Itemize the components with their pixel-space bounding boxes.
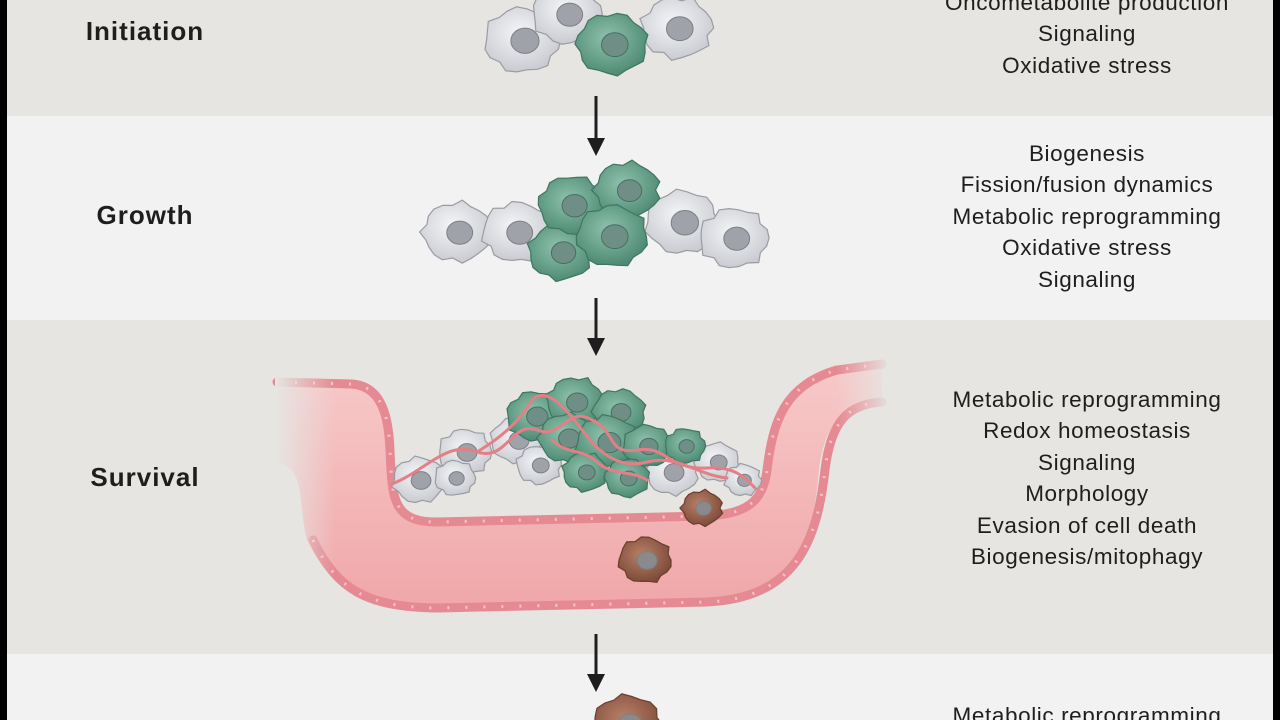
survival-properties: Metabolic reprogramming Redox homeostasi… <box>907 384 1267 572</box>
stage-label-survival: Survival <box>90 462 200 492</box>
tumor-cell <box>603 458 651 499</box>
capillaries <box>390 393 757 490</box>
property-item: Redox homeostasis <box>983 418 1191 444</box>
property-item: Metabolic reprogramming <box>952 703 1222 720</box>
property-item: Morphology <box>1025 481 1149 507</box>
macrophage-cell <box>594 693 660 720</box>
illustration <box>272 0 892 720</box>
tumor-cell <box>590 159 661 221</box>
normal-cell <box>390 455 448 504</box>
normal-cell <box>418 199 493 264</box>
property-item: Signaling <box>1038 21 1136 47</box>
arrow-initiation-to-growth <box>587 96 605 156</box>
property-item: Oxidative stress <box>1002 52 1172 78</box>
macrophage-cell <box>679 488 724 528</box>
property-item: Evasion of cell death <box>976 512 1198 538</box>
arrow-growth-to-survival <box>587 298 605 356</box>
blood-vessel <box>272 355 892 620</box>
cells-layer <box>390 0 770 720</box>
property-item: Signaling <box>1038 266 1136 292</box>
stage-label-growth: Growth <box>96 200 194 230</box>
normal-cell <box>639 0 715 61</box>
property-item: Oncometabolite production <box>945 0 1229 15</box>
tumor-cell <box>574 12 649 77</box>
initiation-properties: Oncometabolite production Signaling Oxid… <box>907 0 1267 81</box>
growth-properties: Biogenesis Fission/fusion dynamics Metab… <box>907 138 1267 295</box>
property-item: Metabolic reprogramming <box>952 203 1222 229</box>
property-item: Biogenesis/mitophagy <box>970 543 1204 569</box>
tumor-cell <box>664 428 707 465</box>
property-item: Fission/fusion dynamics <box>960 172 1214 198</box>
property-item: Signaling <box>1038 449 1136 475</box>
property-item: Metabolic reprogramming <box>952 387 1222 412</box>
macrophage-cell <box>617 536 672 583</box>
property-item: Biogenesis <box>1028 141 1146 166</box>
tumor-cell <box>575 204 648 267</box>
property-item: Oxidative stress <box>1002 235 1172 261</box>
figure-frame: Initiation Growth Survival Oncometabolit… <box>7 0 1273 720</box>
normal-cell <box>700 207 770 269</box>
next-stage-properties: Metabolic reprogramming <box>907 700 1267 720</box>
arrow-survival-to-next <box>587 634 605 692</box>
stage-label-initiation: Initiation <box>85 16 205 46</box>
normal-cell <box>434 459 477 496</box>
